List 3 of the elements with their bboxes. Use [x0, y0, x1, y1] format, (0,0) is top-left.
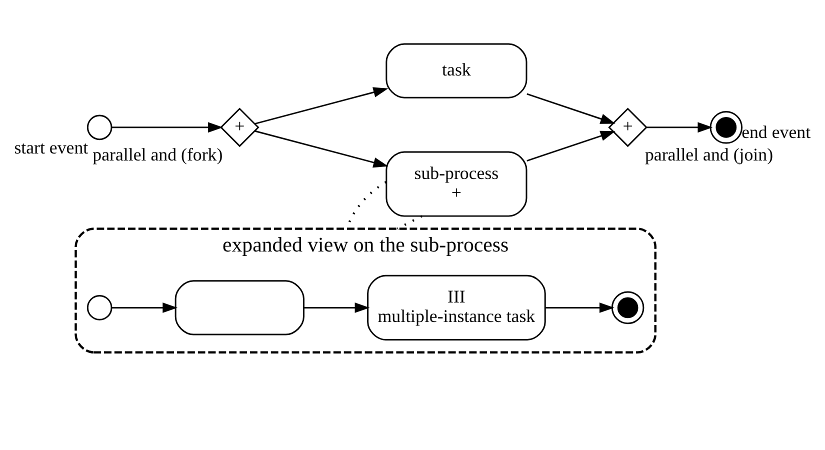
node-label: end event	[742, 121, 811, 142]
node-label: start event	[14, 137, 88, 158]
node-label: parallel and (join)	[644, 144, 774, 164]
